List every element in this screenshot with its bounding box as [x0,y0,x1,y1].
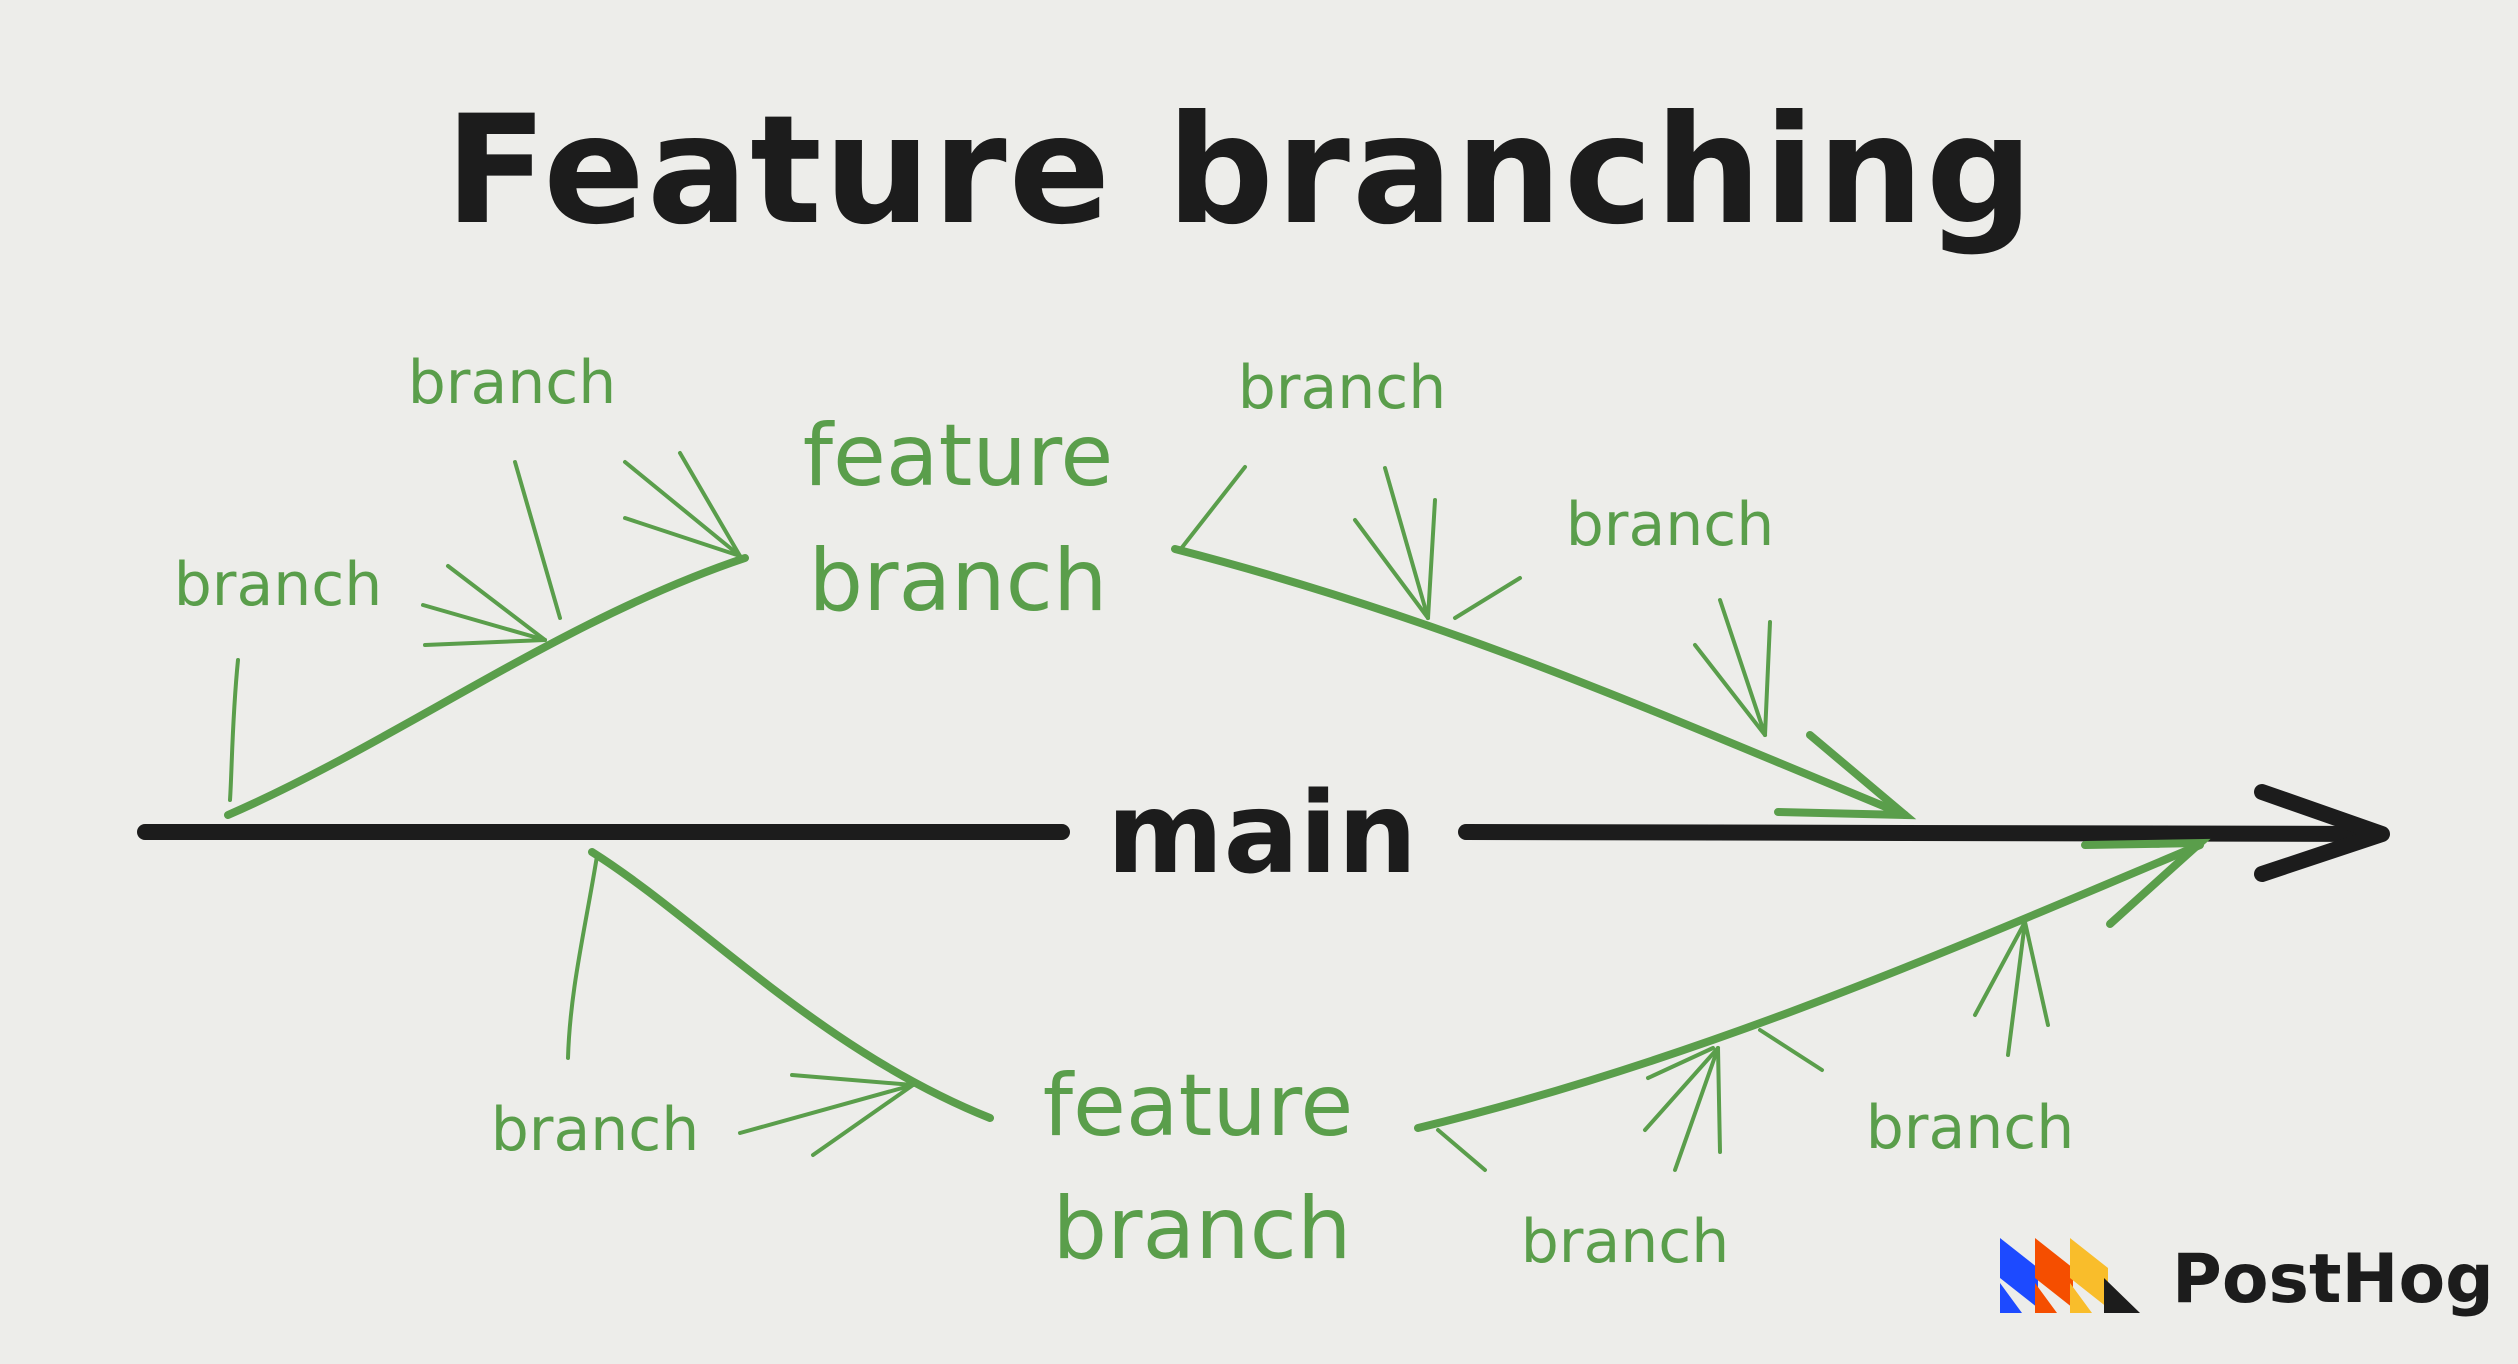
posthog-logo: PostHog [2000,1238,2494,1319]
lower-feature-label-line2: branch [1053,1179,1352,1279]
lower-feature-branch [588,838,2211,1132]
upper-feature-label-line2: branch [809,531,1108,631]
upper-feature-branch [224,545,1917,820]
main-label: main [1107,769,1417,899]
diagram-title: Feature branching [445,84,2035,258]
posthog-logo-text: PostHog [2172,1240,2494,1319]
branch-label: branch [1566,490,1775,560]
branch-label: branch [174,550,383,620]
branch-label: branch [1866,1093,2075,1163]
branch-label: branch [491,1095,700,1165]
main-arrowhead [2254,784,2390,882]
posthog-hedgehog-icon [2000,1238,2140,1313]
branch-label: branch [408,348,617,418]
sub-branch-strokes [228,451,2050,1172]
branch-label: branch [1521,1207,1730,1277]
lower-feature-label-line1: feature [1043,1056,1354,1156]
upper-feature-label-line1: feature [803,406,1114,506]
branch-label: branch [1238,353,1447,423]
main-line [137,824,2388,842]
